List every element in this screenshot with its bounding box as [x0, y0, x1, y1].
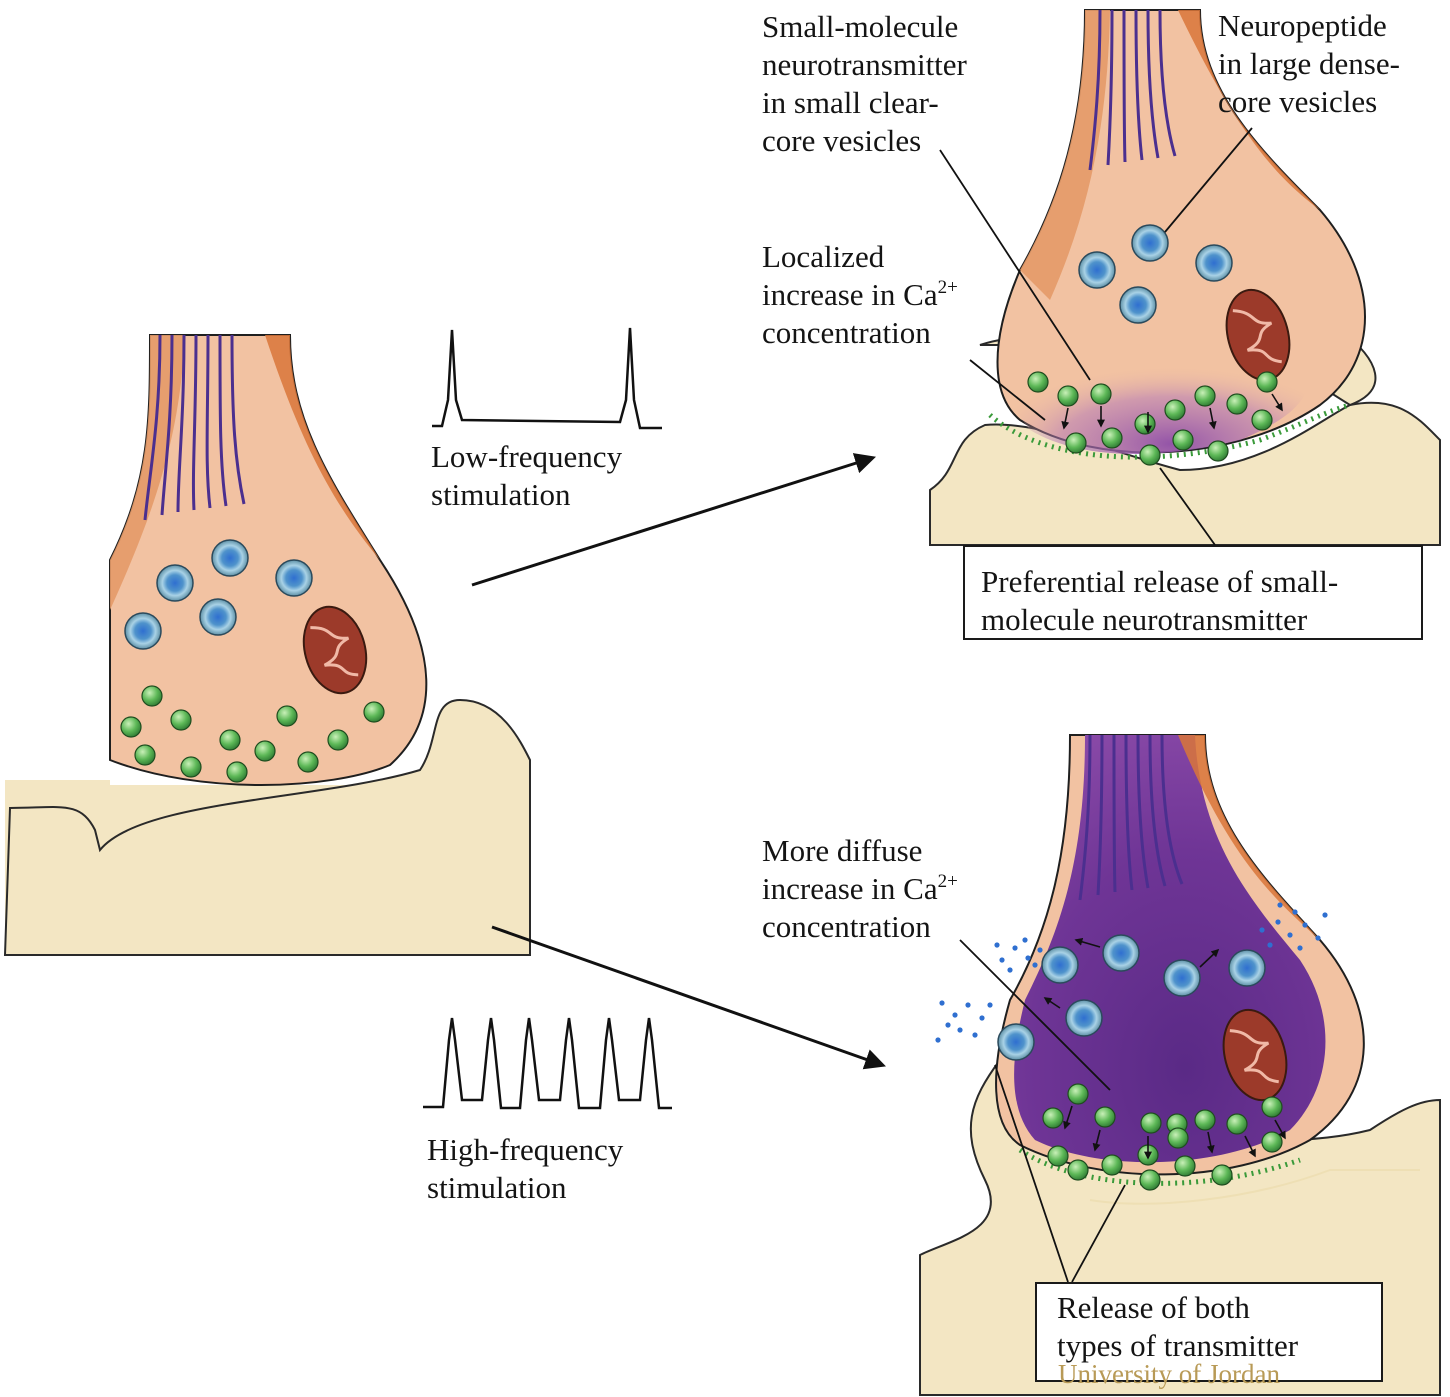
resting-terminal: [5, 335, 530, 955]
label-line: in small clear-: [762, 84, 967, 122]
low-frequency-label: Low-frequency stimulation: [431, 438, 622, 514]
label-line: concentration: [762, 314, 958, 352]
label-line: High-frequency: [427, 1131, 623, 1169]
label-line: increase in Ca2+: [762, 276, 958, 314]
label-line: neurotransmitter: [762, 46, 967, 84]
label-line: core vesicles: [762, 122, 967, 160]
label-text: increase in Ca: [762, 871, 938, 906]
label-line: Low-frequency: [431, 438, 622, 476]
label-line: Small-molecule: [762, 8, 967, 46]
label-line: increase in Ca2+: [762, 870, 958, 908]
arrow-to-high-frequency-result: [492, 927, 882, 1065]
label-line: Neuropeptide: [1218, 7, 1400, 45]
preferential-release-box: Preferential release of small- molecule …: [963, 545, 1423, 640]
label-line: Localized: [762, 238, 958, 276]
localized-calcium-label: Localized increase in Ca2+ concentration: [762, 238, 958, 352]
high-frequency-label: High-frequency stimulation: [427, 1131, 623, 1207]
neuropeptide-label: Neuropeptide in large dense- core vesicl…: [1218, 7, 1400, 121]
label-line: concentration: [762, 908, 958, 946]
label-line: More diffuse: [762, 832, 958, 870]
label-text: increase in Ca: [762, 277, 938, 312]
label-line: in large dense-: [1218, 45, 1400, 83]
label-line: stimulation: [431, 476, 622, 514]
diffuse-calcium-label: More diffuse increase in Ca2+ concentrat…: [762, 832, 958, 946]
superscript: 2+: [938, 871, 958, 892]
label-line: stimulation: [427, 1169, 623, 1207]
high-frequency-spike-train-icon: [423, 1018, 672, 1108]
small-molecule-label: Small-molecule neurotransmitter in small…: [762, 8, 967, 160]
label-line: Preferential release of small-: [981, 563, 1421, 601]
watermark: University of Jordan: [1058, 1358, 1280, 1390]
label-line: Release of both: [1057, 1289, 1381, 1327]
label-line: core vesicles: [1218, 83, 1400, 121]
superscript: 2+: [938, 277, 958, 298]
label-line: molecule neurotransmitter: [981, 601, 1421, 639]
